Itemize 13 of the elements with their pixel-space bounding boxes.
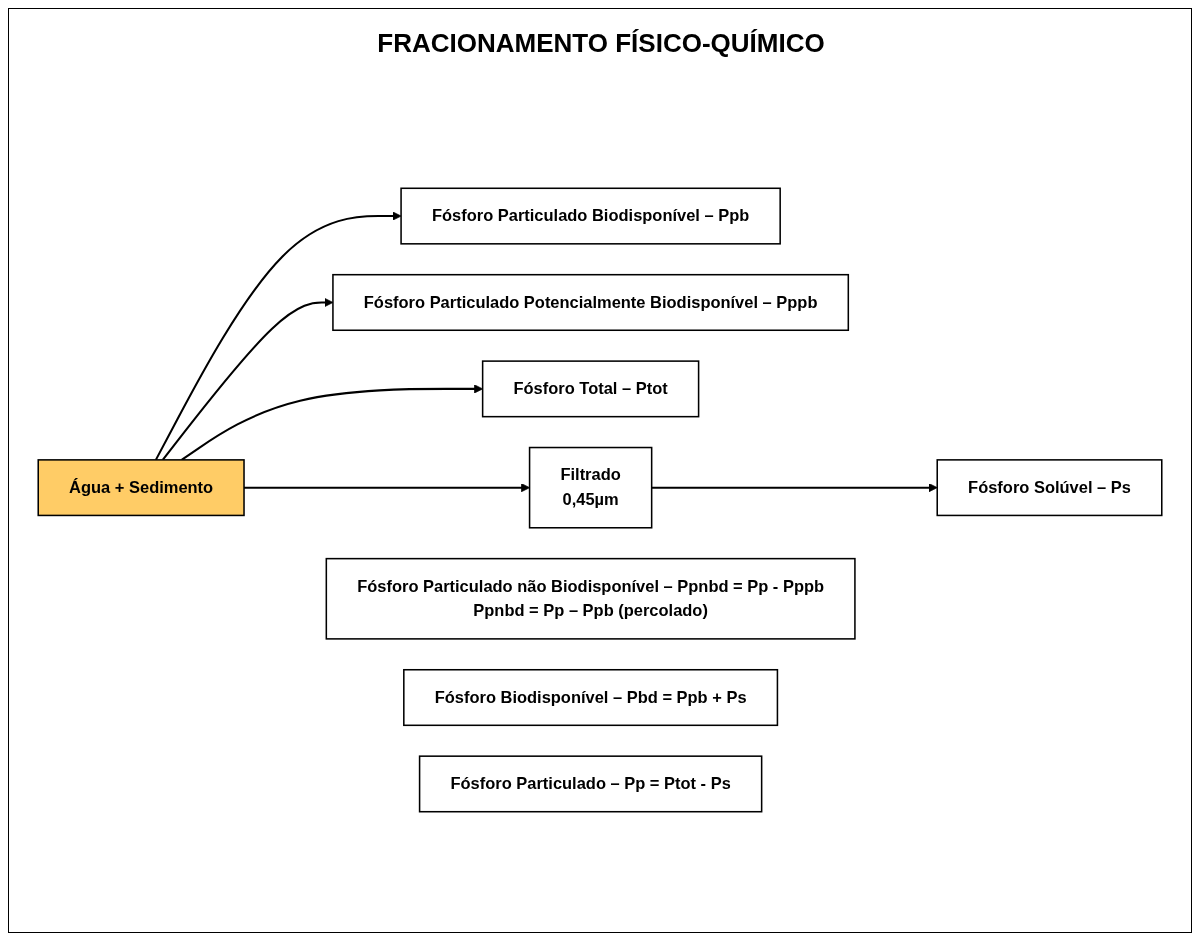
node-box: Fósforo Particulado Potencialmente Biodisponível – Pppb bbox=[332, 273, 850, 331]
node-box: Fósforo Particulado não Biodisponível – Ppnbd = Pp - Pppb Ppnbd = Pp – Ppb (percolado) bbox=[325, 557, 856, 640]
node-box: Fósforo Particulado – Pp = Ptot - Ps bbox=[418, 755, 763, 813]
node-box: Filtrado 0,45µm bbox=[528, 446, 653, 529]
node-box: Fósforo Total – Ptot bbox=[481, 360, 700, 418]
node-box: Fósforo Biodisponível – Pbd = Ppb + Ps bbox=[403, 669, 779, 727]
arrow bbox=[651, 483, 938, 493]
node-box: Água + Sedimento bbox=[37, 459, 245, 517]
node-box: Fósforo Solúvel – Ps bbox=[936, 459, 1163, 517]
arrow bbox=[244, 483, 530, 493]
diagram-title: FRACIONAMENTO FÍSICO-QUÍMICO bbox=[376, 28, 826, 59]
arrow bbox=[154, 211, 402, 461]
node-box: Fósforo Particulado Biodisponível – Ppb bbox=[400, 187, 781, 245]
